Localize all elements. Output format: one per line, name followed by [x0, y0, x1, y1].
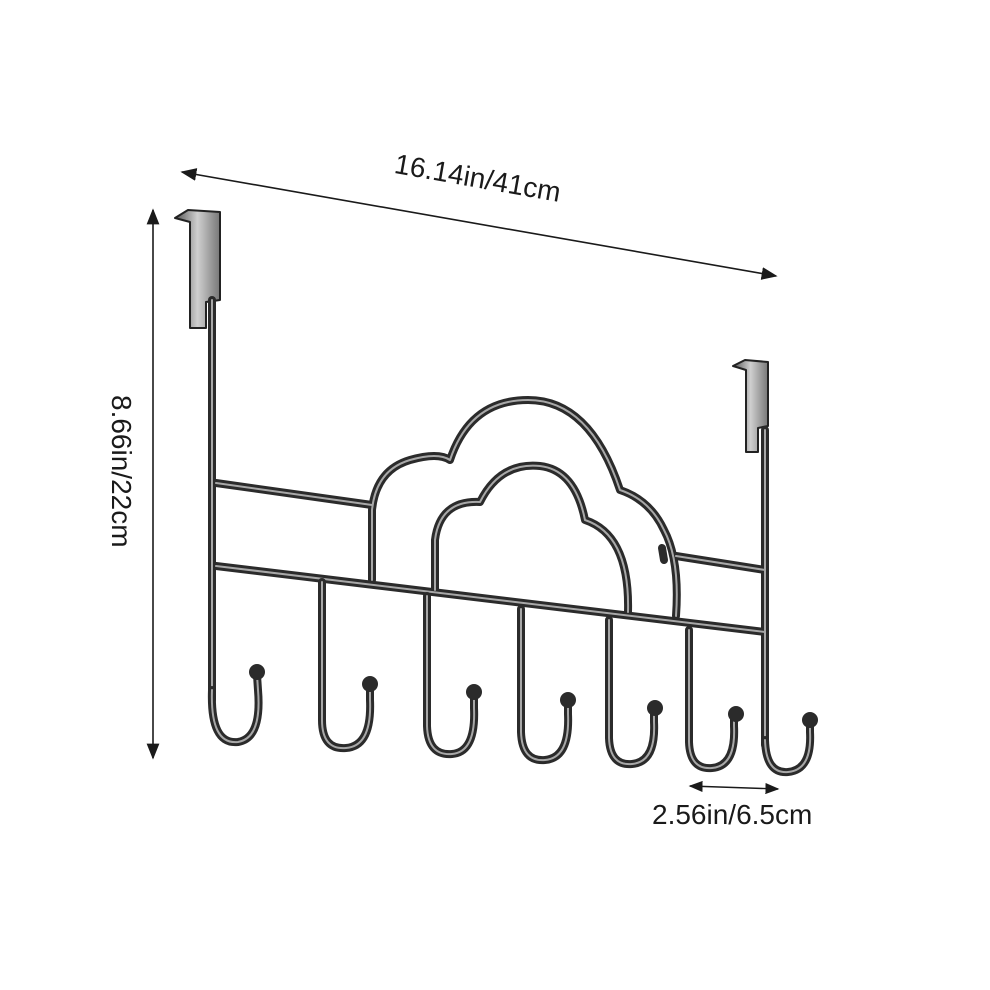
hook-1 [207, 664, 265, 747]
hook-spacing-label: 2.56in/6.5cm [652, 799, 812, 830]
hook-spacing-arrow [688, 780, 780, 795]
wire-frame [208, 296, 769, 749]
width-arrow [180, 168, 778, 280]
hook-2 [318, 578, 378, 753]
width-label: 16.14in/41cm [392, 148, 563, 208]
hook-6 [685, 626, 744, 773]
width-dimension: 16.14in/41cm [180, 148, 778, 280]
hook-7 [761, 712, 818, 777]
hook-rack [174, 209, 818, 777]
hook-5 [605, 616, 663, 769]
height-label: 8.66in/22cm [106, 395, 137, 548]
height-dimension: 8.66in/22cm [106, 208, 160, 760]
hook-spacing-dimension: 2.56in/6.5cm [652, 780, 812, 830]
hook-3 [423, 592, 482, 759]
right-door-clip [732, 359, 769, 453]
hook-4 [517, 605, 576, 765]
hooks [207, 578, 818, 777]
